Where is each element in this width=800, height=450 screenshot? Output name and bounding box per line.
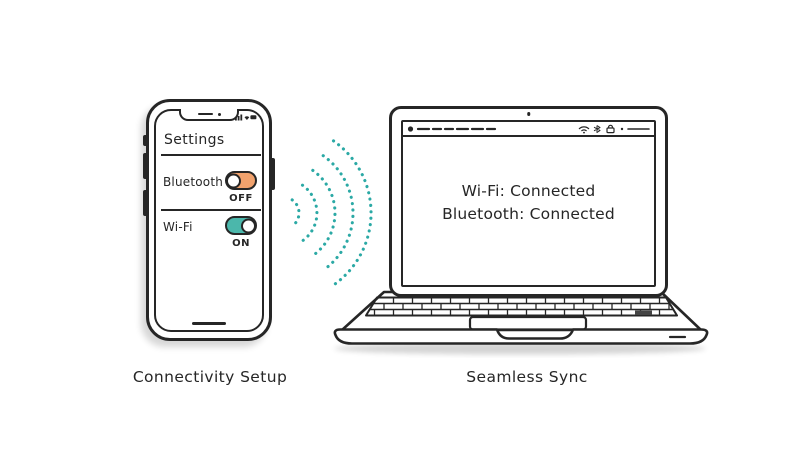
wifi-toggle[interactable]: [225, 216, 257, 235]
connection-status: Wi-Fi: Connected Bluetooth: Connected: [403, 180, 654, 226]
toggle-knob: [241, 218, 256, 233]
toggle-knob: [226, 173, 241, 188]
signal-icon: [235, 114, 243, 121]
wifi-label: Wi-Fi: [163, 220, 193, 234]
divider: [161, 209, 261, 211]
laptop-caption: Seamless Sync: [466, 368, 588, 386]
wave-arc: [290, 198, 301, 228]
bluetooth-label: Bluetooth: [163, 175, 224, 189]
menubar-right: [578, 124, 650, 133]
divider: [161, 154, 261, 156]
wave-arc: [331, 139, 373, 287]
laptop-shadow: [334, 342, 706, 355]
keyboard: [365, 296, 678, 317]
phone-screen: Settings Bluetooth OFF Wi-Fi ON: [154, 109, 264, 332]
apple-icon: [407, 125, 414, 132]
laptop-display: Wi-Fi: Connected Bluetooth: Connected: [401, 120, 656, 287]
battery-icon: [250, 115, 257, 120]
phone-status-icons: [235, 114, 257, 121]
signal-waves: [290, 139, 373, 287]
wave-arc: [300, 183, 319, 243]
phone-volume-up-button: [143, 153, 148, 179]
wave-arc: [321, 154, 355, 272]
settings-title: Settings: [164, 132, 225, 148]
dark-key: [635, 310, 652, 315]
bluetooth-status-line: Bluetooth: Connected: [442, 205, 615, 223]
wifi-icon: [578, 125, 590, 133]
speaker-icon: [197, 112, 213, 116]
keyboard-row-lines: [369, 302, 674, 311]
laptop-screen: Wi-Fi: Connected Bluetooth: Connected: [389, 106, 668, 297]
trackpad: [468, 315, 588, 331]
camera-icon: [526, 112, 531, 116]
laptop-base: [333, 290, 709, 355]
wifi-status-line: Wi-Fi: Connected: [461, 182, 596, 200]
bluetooth-icon: [593, 124, 601, 133]
phone: Settings Bluetooth OFF Wi-Fi ON: [143, 99, 275, 341]
bluetooth-toggle[interactable]: [225, 171, 257, 190]
phone-volume-down-button: [143, 190, 148, 216]
dot-icon: [620, 127, 624, 130]
menu-bar: [403, 122, 654, 137]
wifi-icon: [244, 116, 250, 120]
bluetooth-state-label: OFF: [229, 193, 253, 204]
phone-mute-switch: [143, 135, 148, 146]
wifi-state-label: ON: [232, 238, 250, 249]
phone-caption: Connectivity Setup: [132, 368, 288, 386]
phone-notch: [179, 109, 239, 121]
menubar-left: [407, 125, 497, 132]
home-indicator: [192, 321, 226, 325]
phone-power-button: [270, 158, 275, 190]
wave-arc: [311, 168, 337, 258]
lock-icon: [606, 124, 615, 133]
front-lip: [333, 328, 709, 345]
camera-icon: [217, 112, 221, 116]
